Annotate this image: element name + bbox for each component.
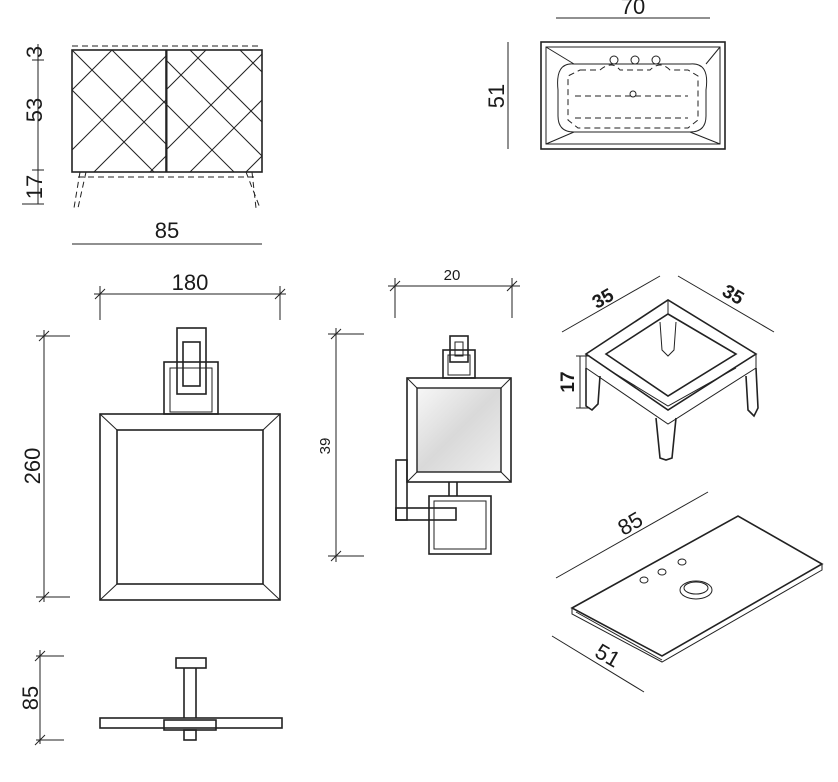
slab-depth-label: 51 bbox=[591, 639, 625, 673]
stand-width-a-label: 35 bbox=[589, 285, 618, 314]
large-mirror-width-dimension bbox=[94, 286, 286, 320]
small-mirror-height-dimension bbox=[328, 328, 364, 562]
cabinet-body-label: 53 bbox=[22, 98, 47, 122]
large-mirror-front-view bbox=[99, 327, 281, 601]
slab-length-line bbox=[555, 491, 709, 579]
small-mirror-height-label: 39 bbox=[317, 438, 334, 455]
large-mirror-width-label: 180 bbox=[172, 270, 209, 295]
small-mirror-width-dimension bbox=[388, 278, 520, 318]
sink-width-label: 70 bbox=[621, 0, 645, 19]
cabinet-front-view bbox=[71, 45, 263, 209]
stand-isometric-view bbox=[584, 299, 759, 461]
cabinet-height-dimension bbox=[22, 44, 44, 205]
large-mirror-depth-label: 85 bbox=[18, 686, 43, 710]
cabinet-legs-label: 17 bbox=[22, 175, 47, 199]
slab-length-label: 85 bbox=[613, 507, 647, 541]
small-mirror-width-label: 20 bbox=[444, 267, 461, 284]
stand-height-label: 17 bbox=[558, 371, 579, 392]
sink-depth-label: 51 bbox=[484, 84, 509, 108]
stand-width-dimensions bbox=[561, 275, 775, 409]
large-mirror-height-label: 260 bbox=[20, 448, 45, 485]
large-mirror-height-dimension bbox=[36, 330, 70, 603]
cabinet-top-label: 3 bbox=[22, 46, 47, 58]
large-mirror-depth-dimension bbox=[34, 650, 64, 746]
stand-width-b-label: 35 bbox=[718, 281, 747, 310]
small-mirror-front-view bbox=[395, 335, 512, 555]
cabinet-width-label: 85 bbox=[155, 218, 179, 243]
sink-top-view bbox=[540, 41, 726, 150]
large-mirror-top-view bbox=[99, 657, 283, 741]
countertop-slab-isometric-view bbox=[570, 515, 824, 663]
slab-depth-line bbox=[551, 635, 645, 693]
